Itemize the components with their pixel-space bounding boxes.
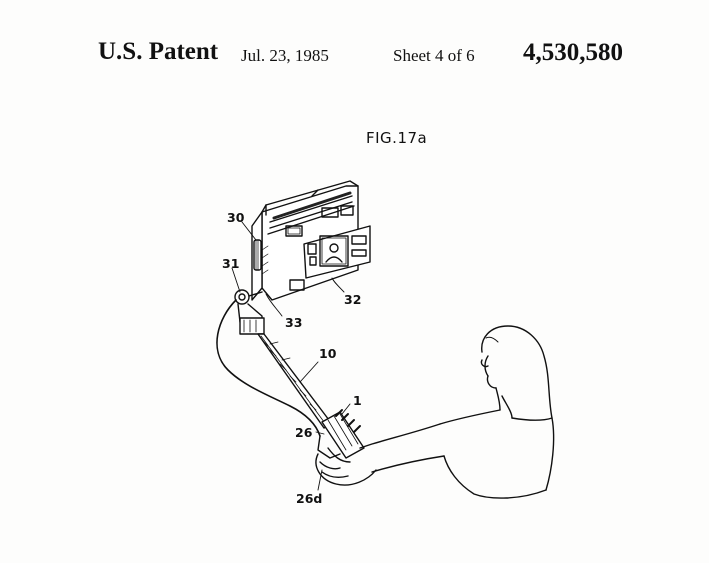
person-illustration [439, 325, 555, 499]
ref-numeral-1: 1 [353, 393, 362, 408]
patent-date: Jul. 23, 1985 [241, 46, 329, 65]
ref-numeral-30: 30 [227, 210, 245, 225]
patent-title: U.S. Patent [98, 38, 219, 65]
mount-connector [234, 289, 265, 335]
ref-numeral-31: 31 [222, 256, 239, 271]
ref-numeral-32: 32 [344, 292, 361, 307]
ref-numeral-26d: 26d [296, 491, 322, 506]
user-hand-arm [315, 423, 445, 486]
leader-lines [231, 221, 351, 491]
ref-numeral-10: 10 [319, 346, 337, 361]
figure-label: FIG.17a [366, 129, 428, 147]
ref-numeral-33: 33 [285, 315, 302, 330]
ref-numeral-26: 26 [295, 425, 313, 440]
camera-illustration [251, 180, 371, 301]
sheet-number: Sheet 4 of 6 [393, 46, 475, 65]
patent-number: 4,530,580 [523, 39, 623, 66]
cable-line [216, 299, 321, 437]
